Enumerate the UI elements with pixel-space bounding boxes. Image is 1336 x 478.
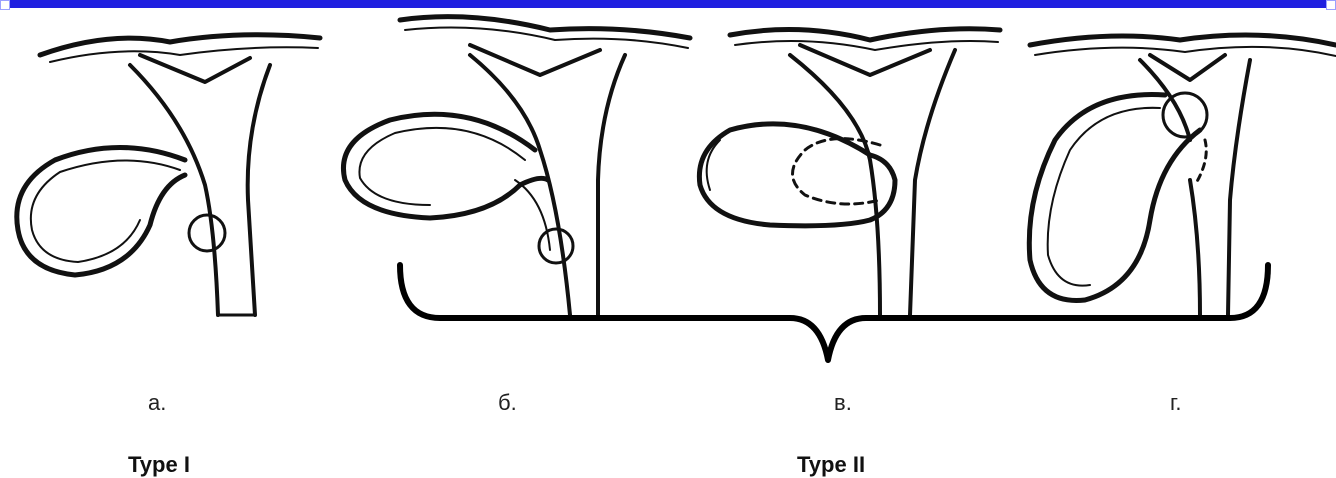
panel-g-gallbladder xyxy=(1026,92,1203,303)
panel-b-stone xyxy=(537,227,575,265)
type-i-label: Type I xyxy=(128,452,190,477)
panel-v-drawing xyxy=(696,26,1003,317)
panel-v-letter: в. xyxy=(834,390,852,415)
panel-a-hepatic-ducts xyxy=(37,32,323,58)
window-frame-top-bar xyxy=(0,0,1336,8)
panel-b-gallbladder xyxy=(341,111,551,221)
panel-b-letter: б. xyxy=(498,390,517,415)
panel-a-gallbladder xyxy=(14,145,188,278)
type-ii-brace xyxy=(397,262,1271,363)
panel-g-letter: г. xyxy=(1170,390,1182,415)
panel-a-drawing xyxy=(14,32,323,317)
panel-b-drawing xyxy=(341,14,693,317)
window-frame-corner-left xyxy=(0,0,10,10)
panel-v-gallbladder xyxy=(696,121,898,229)
panel-g-drawing xyxy=(1026,32,1336,317)
type-ii-label: Type II xyxy=(797,452,866,477)
panel-a-letter: а. xyxy=(148,390,167,415)
panel-a-stone xyxy=(187,213,227,253)
panel-g-stone xyxy=(1161,91,1209,139)
panel-v-fistula xyxy=(791,137,882,206)
